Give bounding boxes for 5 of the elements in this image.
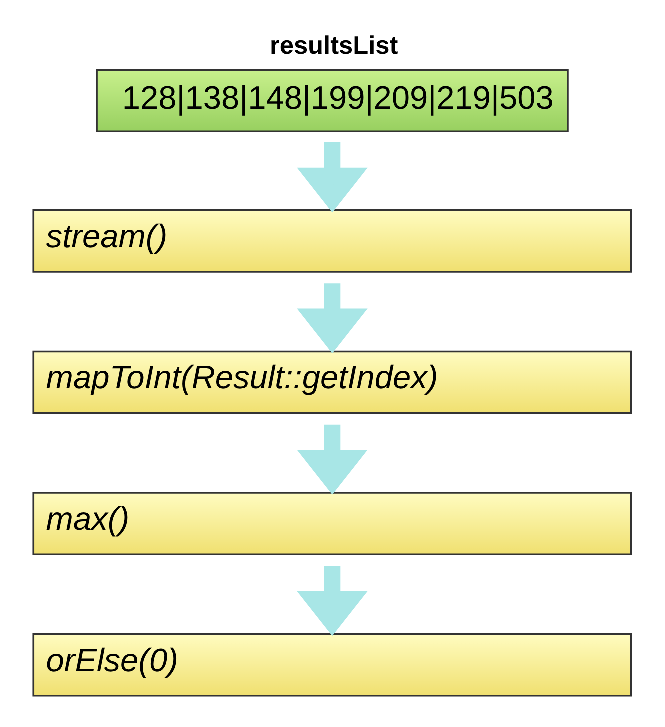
arrow: [297, 284, 368, 354]
arrow: [297, 142, 368, 213]
node-label: resultsList: [270, 32, 398, 60]
arrow: [297, 566, 368, 636]
arrow: [297, 424, 368, 495]
